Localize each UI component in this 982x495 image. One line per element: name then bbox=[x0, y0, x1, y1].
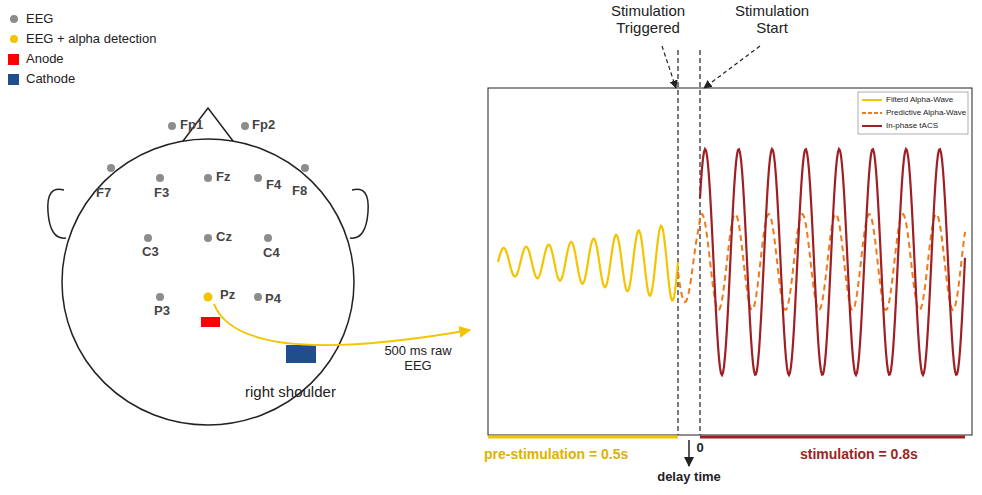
legend-swatch bbox=[10, 35, 18, 43]
electrode-label: F3 bbox=[154, 186, 169, 201]
start-line bbox=[699, 50, 700, 435]
anode-electrode bbox=[201, 317, 220, 327]
electrode-label: Pz bbox=[220, 288, 235, 303]
delay-arrow bbox=[688, 440, 690, 466]
legend-swatch bbox=[8, 74, 19, 85]
electrode-label: Fp2 bbox=[252, 118, 275, 133]
legend-line bbox=[862, 125, 882, 127]
legend-line bbox=[862, 99, 882, 101]
electrode-label: Fz bbox=[216, 170, 230, 185]
pre-bar bbox=[488, 436, 678, 439]
plot-frame bbox=[488, 88, 972, 435]
electrode-label: Fp1 bbox=[180, 118, 203, 133]
phase-label: pre-stimulation = 0.5s bbox=[484, 446, 628, 462]
legend-text: Filterd Alpha-Wave bbox=[886, 95, 953, 104]
electrode-label: P4 bbox=[265, 292, 281, 307]
legend-box bbox=[858, 92, 968, 134]
legend-text: Cathode bbox=[26, 72, 75, 87]
phase-label: stimulation = 0.8s bbox=[800, 446, 918, 462]
leader-line bbox=[662, 46, 676, 88]
legend-text: In-phase tACS bbox=[886, 121, 938, 130]
head-outline bbox=[48, 108, 368, 425]
legend-line bbox=[862, 112, 882, 114]
electrode-label: C4 bbox=[263, 246, 280, 261]
electrode-dots bbox=[107, 122, 309, 301]
stim-bar bbox=[700, 436, 965, 439]
leader-line bbox=[704, 46, 760, 88]
event-label: Stimulation Triggered bbox=[603, 2, 693, 37]
cathode-electrode bbox=[286, 345, 316, 363]
signal-label: 500 ms raw EEG bbox=[383, 344, 453, 374]
signal-arrow bbox=[214, 304, 470, 345]
axis-tick: 0 bbox=[696, 441, 703, 456]
legend-swatch bbox=[8, 54, 19, 65]
alpha-electrode bbox=[204, 293, 213, 302]
waveforms bbox=[498, 149, 965, 375]
legend-text: Predictive Alpha-Wave bbox=[886, 108, 966, 117]
event-label: Stimulation Start bbox=[727, 2, 817, 37]
legend-text: EEG bbox=[26, 12, 53, 27]
legend-text: EEG + alpha detection bbox=[26, 32, 156, 47]
trigger-line bbox=[677, 50, 678, 435]
phase-label: delay time bbox=[657, 470, 721, 485]
electrode-label: P3 bbox=[154, 304, 170, 319]
electrode-label: F7 bbox=[96, 186, 111, 201]
location-label: right shoulder bbox=[245, 383, 336, 400]
electrode-label: F8 bbox=[292, 184, 307, 199]
electrode-label: Cz bbox=[216, 230, 232, 245]
electrode-label: F4 bbox=[266, 178, 281, 193]
legend-text: Anode bbox=[26, 52, 64, 67]
legend-swatch bbox=[10, 15, 18, 23]
electrode-label: C3 bbox=[142, 245, 159, 260]
